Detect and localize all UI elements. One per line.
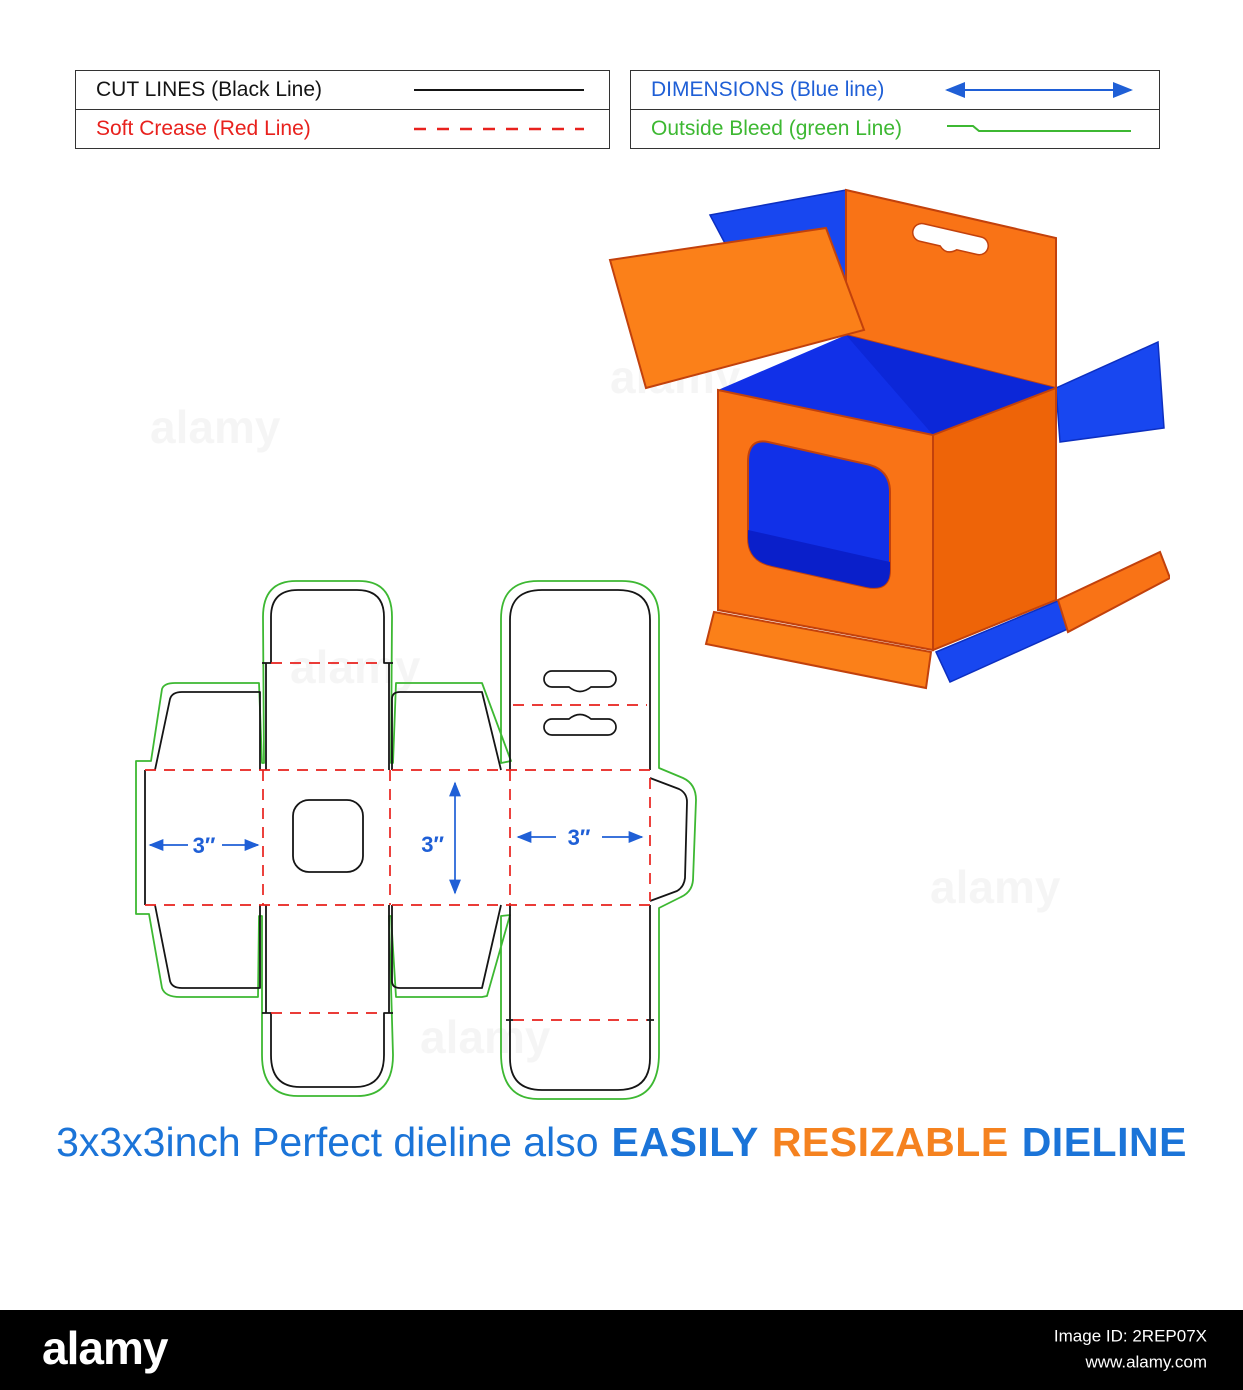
dieline-drawing: 3″ 3″ 3″ xyxy=(135,580,697,1100)
legend-row-dimensions: DIMENSIONS (Blue line) xyxy=(631,71,1159,109)
dimension-height: 3″ xyxy=(421,781,461,895)
crease-lines xyxy=(145,662,651,1021)
caption-part3: RESIZABLE xyxy=(771,1119,1009,1165)
box-3d-render xyxy=(608,188,1170,690)
outside-bleed-label: Outside Bleed (green Line) xyxy=(651,117,902,140)
watermark-text: alamy xyxy=(150,401,281,453)
dimension-arrow-sample xyxy=(945,82,1133,98)
legend-cut-crease: CUT LINES (Black Line) Soft Crease (Red … xyxy=(75,70,610,149)
caption-part2: EASILY xyxy=(611,1119,759,1165)
box3d-bottom-front-flap xyxy=(704,610,933,690)
box3d-right-blue-flap xyxy=(1055,340,1165,443)
soft-crease-sample xyxy=(414,127,584,131)
legend-row-outside-bleed: Outside Bleed (green Line) xyxy=(631,109,1159,148)
watermark-text: alamy xyxy=(930,861,1061,913)
hang-slot-cut-top xyxy=(543,670,617,693)
hang-slot-cut-bottom xyxy=(543,713,617,736)
caption-part4: DIELINE xyxy=(1021,1119,1187,1165)
footer-bar: alamy Image ID: 2REP07X www.alamy.com xyxy=(0,1310,1243,1390)
cut-lines xyxy=(144,589,688,1091)
box3d-open-lid xyxy=(608,226,866,390)
box3d-interior-shadow xyxy=(846,335,1056,435)
soft-crease-label: Soft Crease (Red Line) xyxy=(96,117,311,140)
dimension-height-label: 3″ xyxy=(421,832,444,857)
bleed-line-sample xyxy=(947,125,1131,132)
dimension-width: 3″ xyxy=(148,833,260,858)
box3d-side-panel xyxy=(932,386,1057,652)
caption-part1: 3x3x3inch Perfect dieline also xyxy=(56,1119,599,1165)
bleed-outline xyxy=(135,580,697,1100)
alamy-url: www.alamy.com xyxy=(1085,1353,1207,1372)
caption: 3x3x3inch Perfect dieline also EASILY RE… xyxy=(0,1118,1243,1167)
alamy-logo: alamy xyxy=(42,1321,168,1374)
box3d-bottom-right-flap xyxy=(1056,550,1170,634)
box3d-window-floor xyxy=(748,530,890,588)
dimensions-label: DIMENSIONS (Blue line) xyxy=(651,78,885,101)
legend-row-soft-crease: Soft Crease (Red Line) xyxy=(76,109,609,148)
window-cutout xyxy=(292,799,364,873)
dimension-width-label: 3″ xyxy=(193,833,216,858)
cut-lines-label: CUT LINES (Black Line) xyxy=(96,78,323,101)
dimension-depth: 3″ xyxy=(516,825,644,850)
legend-dimension-bleed: DIMENSIONS (Blue line) Outside Bleed (gr… xyxy=(630,70,1160,149)
dimension-depth-label: 3″ xyxy=(568,825,591,850)
box3d-hang-slot xyxy=(912,222,989,256)
cut-line-sample xyxy=(414,89,584,91)
image-id: Image ID: 2REP07X xyxy=(1053,1326,1207,1346)
footer-meta: Image ID: 2REP07X www.alamy.com xyxy=(1054,1324,1207,1377)
legend-row-cut-lines: CUT LINES (Black Line) xyxy=(76,71,609,109)
